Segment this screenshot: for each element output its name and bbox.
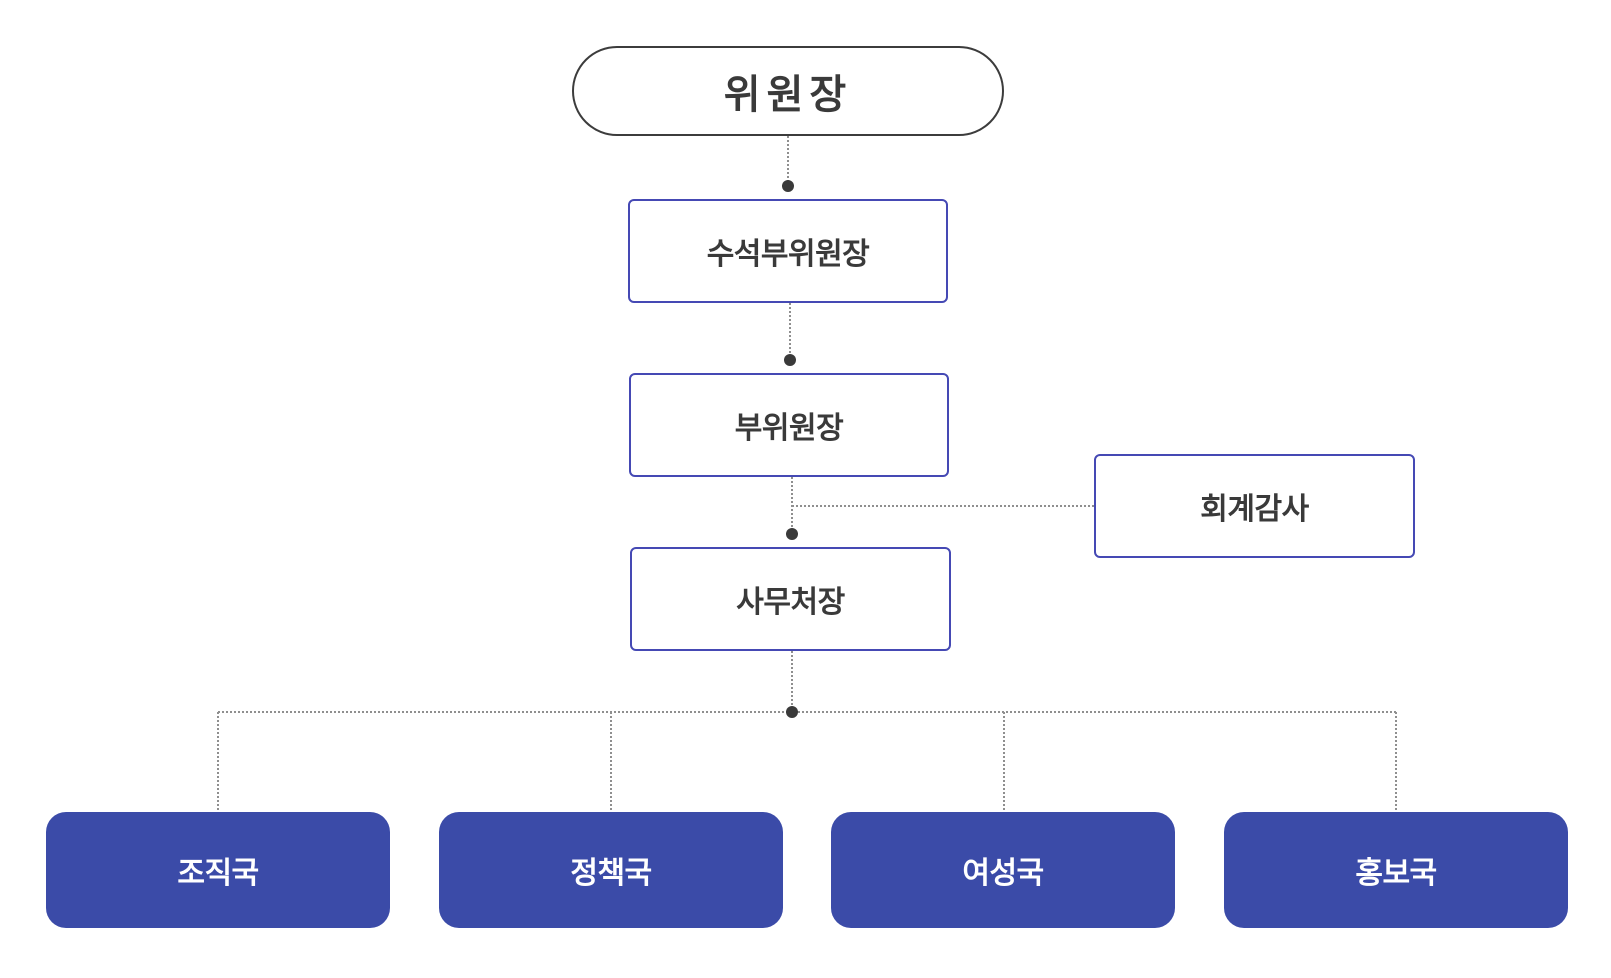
secretary-general-label: 사무처장 — [736, 585, 845, 620]
chairman-node: 위원장 — [572, 46, 1004, 136]
junction-dot — [786, 528, 798, 540]
department-label: 조직국 — [177, 856, 259, 891]
junction-dot — [786, 706, 798, 718]
department-publicity-node: 홍보국 — [1224, 812, 1568, 928]
vice-chairman-node: 부위원장 — [629, 373, 949, 477]
secretary-general-node: 사무처장 — [630, 547, 951, 651]
senior-vice-chairman-label: 수석부위원장 — [706, 237, 870, 272]
department-policy-node: 정책국 — [439, 812, 783, 928]
auditor-label: 회계감사 — [1200, 492, 1309, 527]
chairman-label: 위원장 — [723, 72, 853, 118]
junction-dot — [782, 180, 794, 192]
department-label: 홍보국 — [1355, 856, 1437, 891]
department-label: 정책국 — [570, 856, 652, 891]
senior-vice-chairman-node: 수석부위원장 — [628, 199, 948, 303]
vice-chairman-label: 부위원장 — [734, 411, 844, 446]
department-label: 여성국 — [962, 856, 1044, 891]
junction-dot — [784, 354, 796, 366]
auditor-node: 회계감사 — [1094, 454, 1415, 558]
department-women-node: 여성국 — [831, 812, 1175, 928]
department-organization-node: 조직국 — [46, 812, 390, 928]
